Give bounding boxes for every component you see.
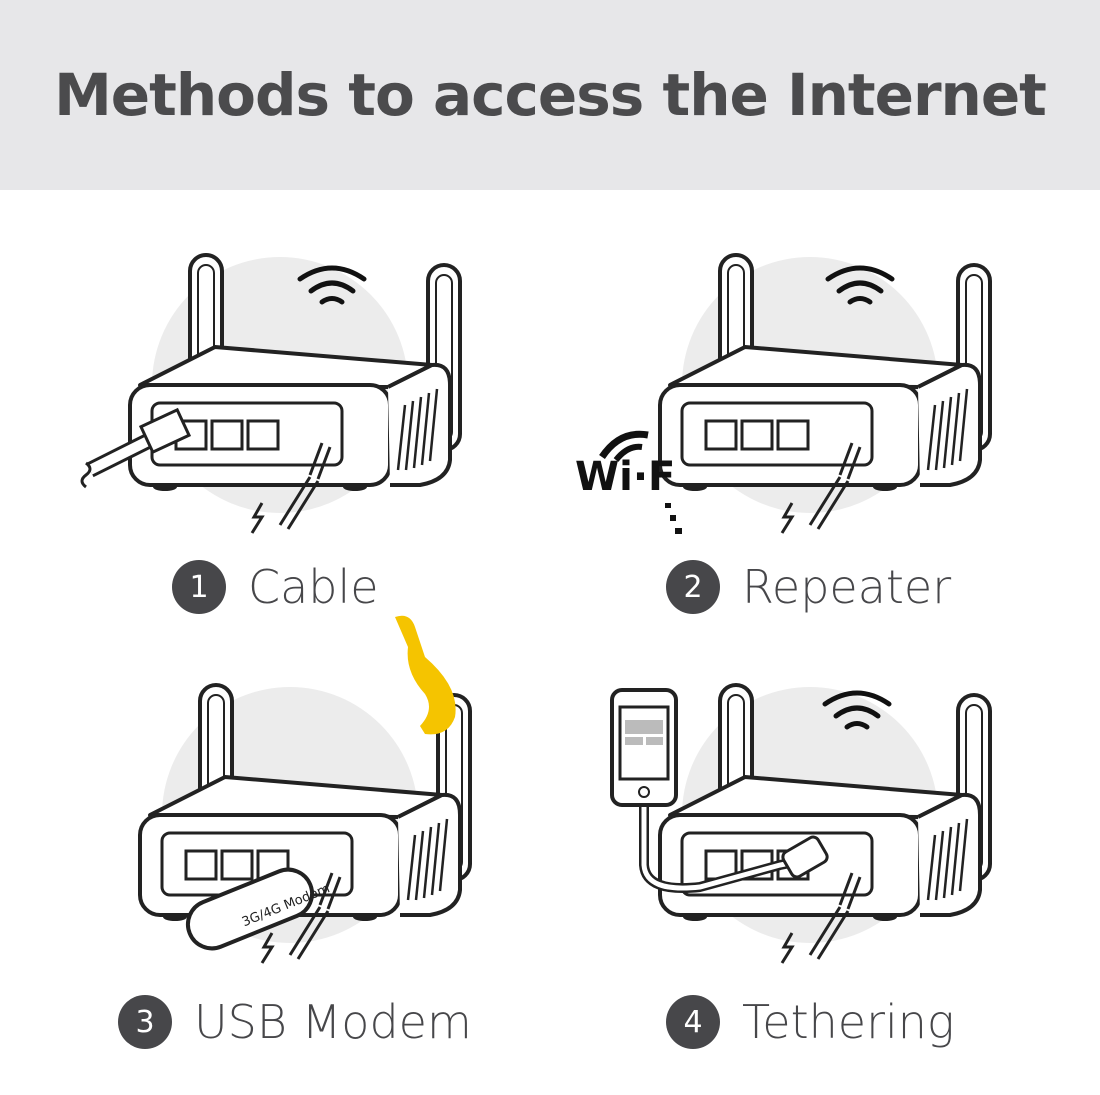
method-title: Repeater <box>742 560 952 614</box>
smartphone-icon <box>610 688 678 807</box>
method-label-cable: 1 Cable <box>172 560 379 614</box>
method-title: Cable <box>248 560 379 614</box>
router-cable-illustration <box>80 253 462 535</box>
yellow-overlay-shape <box>395 615 456 735</box>
step-number-badge: 4 <box>666 995 720 1049</box>
method-title: Tethering <box>742 995 955 1049</box>
method-usb-modem-panel: 3G/4G Modem 3 USB Modem <box>10 665 560 1095</box>
method-label-tethering: 4 Tethering <box>666 995 955 1049</box>
step-number-badge: 3 <box>118 995 172 1049</box>
wifi-logo-text: Wi·F <box>575 454 675 500</box>
method-tethering-panel: 4 Tethering <box>530 665 1080 1095</box>
step-number-badge: 1 <box>172 560 226 614</box>
router-usb-modem-illustration: 3G/4G Modem <box>138 683 472 965</box>
method-label-usb-modem: 3 USB Modem <box>118 995 472 1049</box>
header-banner: Methods to access the Internet <box>0 0 1100 190</box>
page-title: Methods to access the Internet <box>54 61 1047 129</box>
wifi-logo-icon: Wi·F <box>575 430 682 534</box>
method-cable-panel: 1 Cable <box>0 235 550 665</box>
method-title: USB Modem <box>194 995 472 1049</box>
router-repeater-illustration: Wi·F <box>575 253 992 535</box>
method-label-repeater: 2 Repeater <box>666 560 952 614</box>
ethernet-cable-icon <box>80 407 192 489</box>
method-repeater-panel: Wi·F 2 Repeater <box>530 235 1080 665</box>
step-number-badge: 2 <box>666 560 720 614</box>
router-tethering-illustration <box>610 683 992 965</box>
